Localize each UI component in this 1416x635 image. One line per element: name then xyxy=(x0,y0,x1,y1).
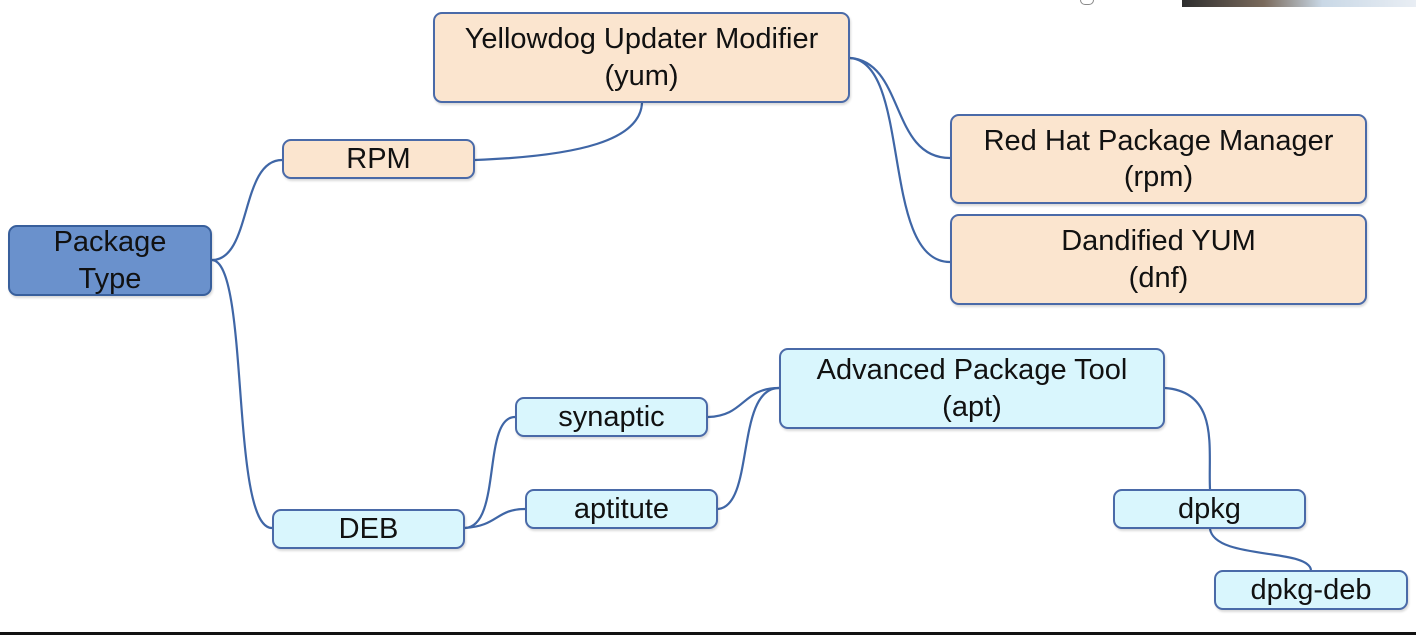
link-yum-dnf xyxy=(849,56,951,264)
node-red-hat-package-manager: Red Hat Package Manager (rpm) xyxy=(950,114,1367,204)
link-deb-synaptic xyxy=(464,415,516,530)
node-dandified-yum: Dandified YUM (dnf) xyxy=(950,214,1367,305)
webcam-thumbnail xyxy=(1182,0,1416,7)
node-aptitute: aptitute xyxy=(525,489,718,529)
link-root-deb xyxy=(211,258,273,530)
node-rpm: RPM xyxy=(282,139,475,179)
link-deb-aptitute xyxy=(464,507,526,530)
node-advanced-package-tool: Advanced Package Tool (apt) xyxy=(779,348,1165,429)
link-rpm-yum xyxy=(474,102,644,162)
link-synaptic-apt xyxy=(707,386,780,419)
node-package-type: Package Type xyxy=(8,225,212,296)
link-root-rpm xyxy=(211,158,283,262)
link-yum-rpmmanager xyxy=(849,56,951,160)
node-synaptic: synaptic xyxy=(515,397,708,437)
node-dpkg: dpkg xyxy=(1113,489,1306,529)
link-aptitute-apt xyxy=(717,386,780,511)
node-deb: DEB xyxy=(272,509,465,549)
link-apt-dpkg xyxy=(1164,386,1212,490)
link-dpkg-dpkgdeb xyxy=(1208,528,1313,571)
node-dpkg-deb: dpkg-deb xyxy=(1214,570,1408,610)
node-yum: Yellowdog Updater Modifier (yum) xyxy=(433,12,850,103)
bottom-border xyxy=(0,632,1416,635)
